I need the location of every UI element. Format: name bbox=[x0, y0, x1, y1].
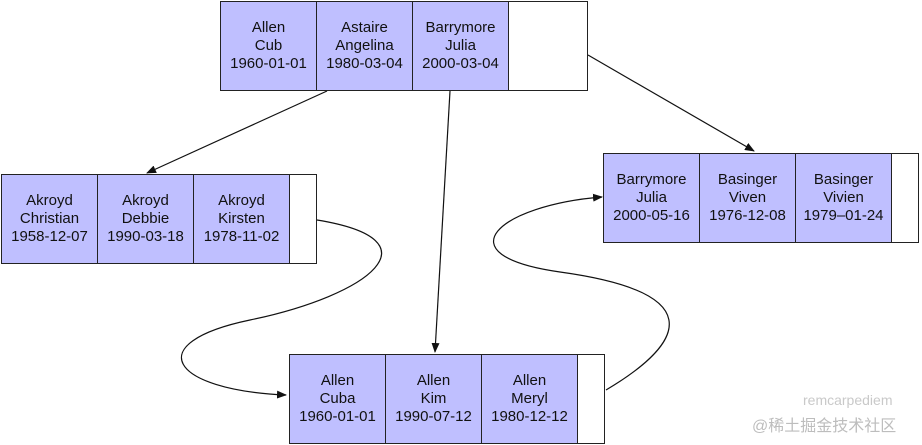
pointer-slot bbox=[892, 154, 918, 242]
first-name: Cub bbox=[254, 37, 283, 54]
birth-date: 1980-03-04 bbox=[326, 55, 403, 72]
first-name: Debbie bbox=[121, 210, 170, 227]
last-name: Allen bbox=[512, 372, 547, 389]
first-name: Meryl bbox=[511, 390, 548, 407]
last-name: Allen bbox=[251, 19, 286, 36]
last-name: Basinger bbox=[813, 171, 874, 188]
first-name: Kim bbox=[420, 390, 447, 407]
first-name: Julia bbox=[445, 37, 476, 54]
pointer-slot bbox=[509, 2, 535, 90]
first-name: Kirsten bbox=[218, 210, 265, 227]
leaf-link-left-to-bottom bbox=[180, 219, 383, 399]
pointer-slot bbox=[290, 175, 316, 263]
last-name: Barrymore bbox=[425, 19, 496, 36]
last-name: Akroyd bbox=[26, 192, 73, 209]
edge-root-to-right bbox=[587, 54, 755, 152]
birth-date: 1978-11-02 bbox=[203, 228, 280, 245]
watermark-site: @稀土掘金技术社区 bbox=[752, 418, 897, 435]
birth-date: 1990-07-12 bbox=[395, 408, 472, 425]
first-name: Viven bbox=[728, 189, 767, 206]
birth-date: 1958-12-07 bbox=[11, 228, 88, 245]
birth-date: 2000-03-04 bbox=[422, 55, 499, 72]
last-name: Allen bbox=[320, 372, 355, 389]
first-name: Christian bbox=[19, 210, 80, 227]
birth-date: 1990-03-18 bbox=[107, 228, 184, 245]
birth-date: 1960-01-01 bbox=[299, 408, 376, 425]
first-name: Vivien bbox=[823, 189, 864, 206]
watermark-author: remcarpediem bbox=[803, 392, 893, 408]
leaf-link-bottom-to-right bbox=[492, 193, 670, 391]
first-name: Julia bbox=[636, 189, 667, 206]
last-name: Akroyd bbox=[218, 192, 265, 209]
last-name: Barrymore bbox=[616, 171, 687, 188]
last-name: Akroyd bbox=[122, 192, 169, 209]
first-name: Cuba bbox=[319, 390, 356, 407]
first-name: Angelina bbox=[335, 37, 394, 54]
birth-date: 1979–01-24 bbox=[803, 207, 884, 224]
last-name: Astaire bbox=[341, 19, 388, 36]
edge-root-to-left bbox=[146, 90, 328, 174]
pointer-slot bbox=[578, 355, 604, 443]
last-name: Basinger bbox=[717, 171, 778, 188]
last-name: Allen bbox=[416, 372, 451, 389]
birth-date: 1960-01-01 bbox=[230, 55, 307, 72]
edge-root-to-bottom bbox=[431, 90, 451, 353]
birth-date: 1976-12-08 bbox=[709, 207, 786, 224]
birth-date: 2000-05-16 bbox=[613, 207, 690, 224]
birth-date: 1980-12-12 bbox=[491, 408, 568, 425]
